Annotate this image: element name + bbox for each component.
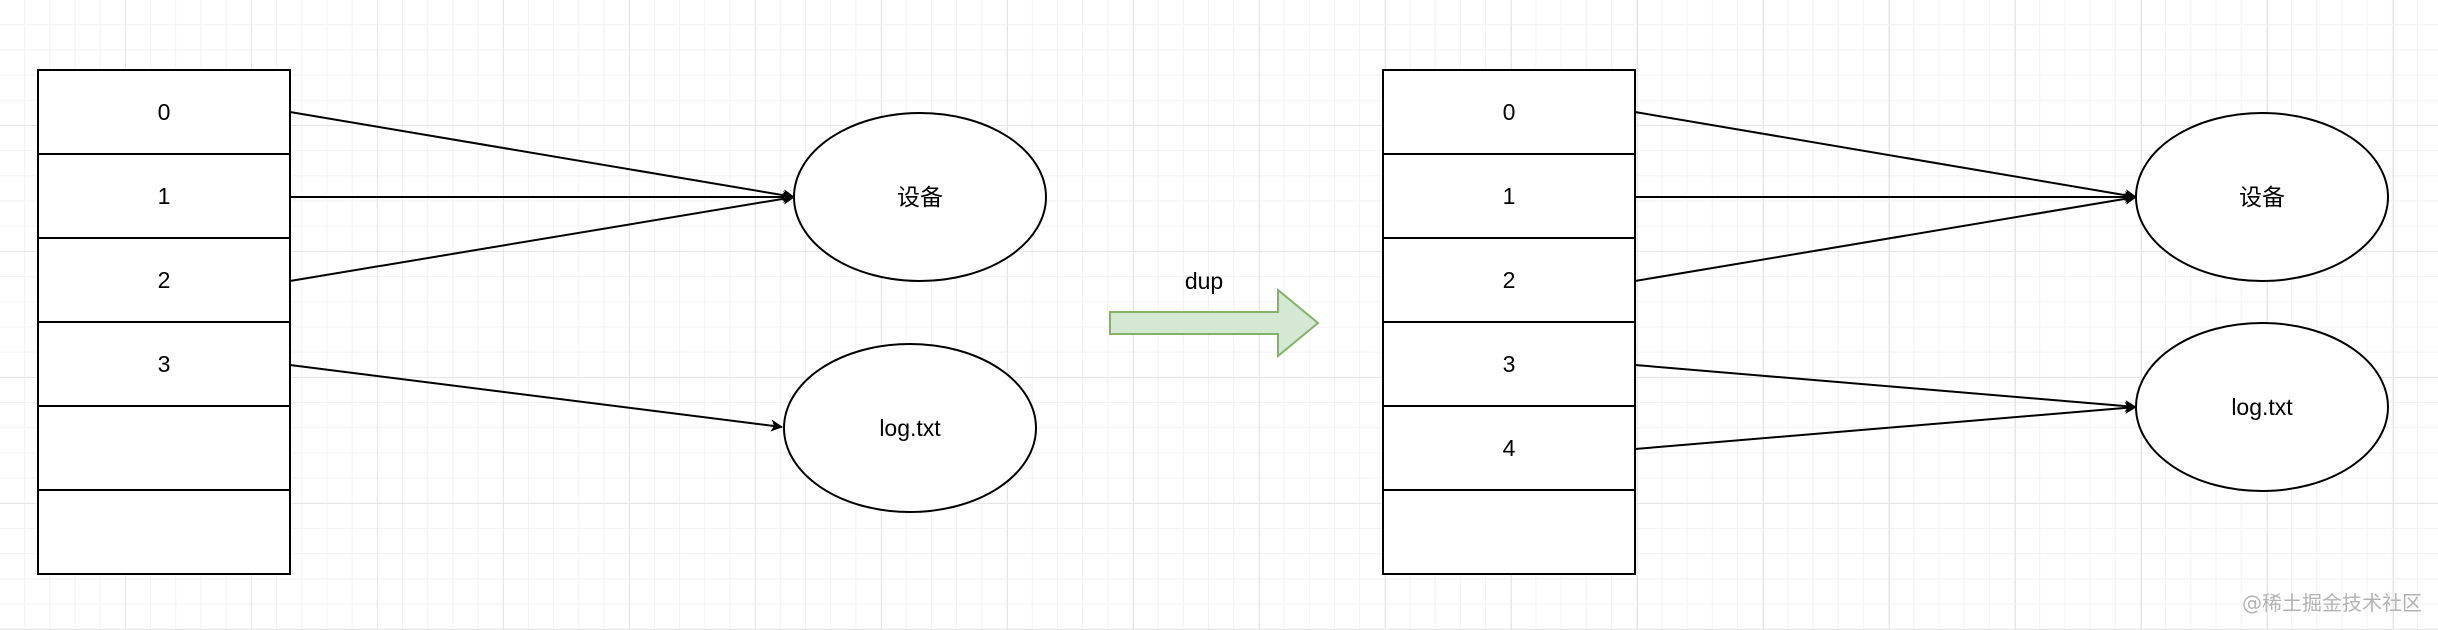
right-arrow-icon xyxy=(1109,287,1320,359)
left-device-label: 设备 xyxy=(897,184,943,210)
right-fd-cell-1: 1 xyxy=(1382,153,1636,239)
left-fd-cell-5 xyxy=(37,489,291,575)
left-edges xyxy=(289,111,795,432)
left-log-label: log.txt xyxy=(879,415,941,441)
right-device-node: 设备 xyxy=(2135,112,2389,282)
right-edge-4-log xyxy=(1634,401,2137,450)
watermark: @稀土掘金技术社区 xyxy=(2242,591,2422,615)
left-fd-cell-0: 0 xyxy=(37,69,291,155)
left-fd-cell-3: 3 xyxy=(37,321,291,407)
right-fd-cell-2: 2 xyxy=(1382,237,1636,323)
dup-transition: dup xyxy=(1109,268,1320,359)
right-fd-cell-label: 4 xyxy=(1503,435,1516,461)
left-edge-3-log xyxy=(289,364,783,432)
right-edge-2-device xyxy=(1634,192,2137,282)
right-fd-cell-4: 4 xyxy=(1382,405,1636,491)
right-edge-3-log xyxy=(1634,364,2137,413)
right-fd-cell-3: 3 xyxy=(1382,321,1636,407)
right-device-label: 设备 xyxy=(2239,184,2285,210)
right-fd-cell-label: 2 xyxy=(1503,267,1516,293)
left-edge-0-device xyxy=(289,111,795,202)
right-edge-0-device xyxy=(1634,111,2137,202)
right-fd-cell-5 xyxy=(1382,489,1636,575)
right-fd-table: 0 1 2 3 4 xyxy=(1382,69,1636,575)
left-fd-cell-label: 1 xyxy=(158,183,171,209)
right-fd-cell-0: 0 xyxy=(1382,69,1636,155)
right-fd-cell-label: 1 xyxy=(1503,183,1516,209)
dup-label: dup xyxy=(1185,268,1223,294)
left-fd-cell-2: 2 xyxy=(37,237,291,323)
left-device-node: 设备 xyxy=(793,112,1047,282)
left-fd-cell-label: 3 xyxy=(158,351,171,377)
right-fd-cell-label: 3 xyxy=(1503,351,1516,377)
left-fd-table: 0 1 2 3 xyxy=(37,69,291,575)
right-log-label: log.txt xyxy=(2231,394,2293,420)
left-fd-cell-1: 1 xyxy=(37,153,291,239)
right-fd-cell-label: 0 xyxy=(1503,99,1516,125)
left-fd-cell-label: 2 xyxy=(158,267,171,293)
right-log-node: log.txt xyxy=(2135,322,2389,492)
right-edges xyxy=(1634,111,2137,450)
left-log-node: log.txt xyxy=(783,343,1037,513)
left-fd-cell-label: 0 xyxy=(158,99,171,125)
left-edge-2-device xyxy=(289,192,795,282)
left-fd-cell-4 xyxy=(37,405,291,491)
